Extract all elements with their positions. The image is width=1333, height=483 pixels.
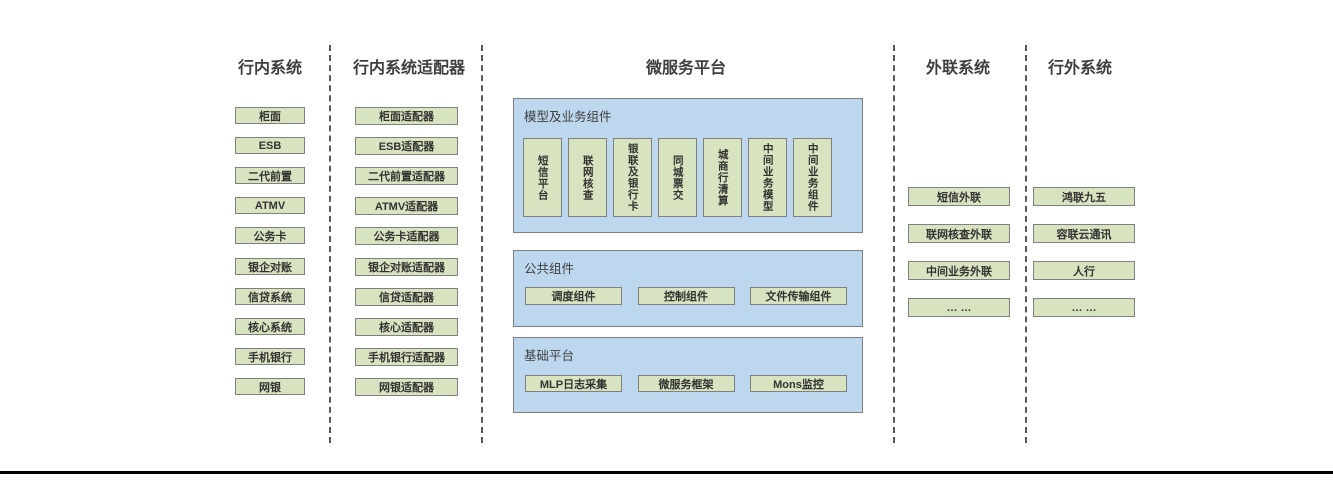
box-outside-systems: 容联云通讯: [1033, 224, 1135, 243]
box-internal-systems: 柜面: [235, 107, 305, 124]
column-header-1: 行内系统: [237, 60, 302, 77]
box-internal-system-adapters: 手机银行适配器: [355, 348, 458, 366]
column-divider: [893, 45, 895, 443]
box-external-link-systems: 短信外联: [908, 187, 1010, 206]
bottom-rule: [0, 471, 1333, 474]
box-base-platform: 微服务框架: [637, 375, 735, 392]
box-internal-systems: 银企对账: [235, 258, 305, 275]
box-internal-systems: 网银: [235, 378, 305, 395]
box-model-and-business-components: 联网核查: [568, 138, 607, 217]
box-internal-system-adapters: 核心适配器: [355, 318, 458, 336]
box-internal-systems: 公务卡: [235, 227, 305, 244]
box-internal-systems: 信贷系统: [235, 288, 305, 305]
box-internal-system-adapters: 网银适配器: [355, 378, 458, 396]
column-header-2: 行内系统适配器: [352, 60, 465, 77]
box-common-components: 控制组件: [637, 287, 735, 305]
box-external-link-systems: 联网核查外联: [908, 224, 1010, 243]
box-external-link-systems: … …: [908, 298, 1010, 317]
box-internal-systems: ESB: [235, 137, 305, 154]
column-divider: [1025, 45, 1027, 443]
box-model-and-business-components: 短信平台: [523, 138, 562, 217]
box-external-link-systems: 中间业务外联: [908, 261, 1010, 280]
box-model-and-business-components: 银联及银行卡: [613, 138, 652, 217]
platform-section-label: 模型及业务组件: [524, 110, 612, 124]
box-internal-system-adapters: 二代前置适配器: [355, 167, 458, 185]
box-internal-systems: 二代前置: [235, 167, 305, 184]
box-common-components: 调度组件: [525, 287, 622, 305]
box-outside-systems: 人行: [1033, 261, 1135, 280]
box-model-and-business-components: 中间业务模型: [748, 138, 787, 217]
box-model-and-business-components: 同城票交: [658, 138, 697, 217]
box-outside-systems: 鸿联九五: [1033, 187, 1135, 206]
platform-section-label: 公共组件: [524, 262, 575, 276]
box-internal-system-adapters: 公务卡适配器: [355, 227, 458, 245]
column-divider: [329, 45, 331, 443]
box-internal-systems: 核心系统: [235, 318, 305, 335]
platform-section-label: 基础平台: [524, 349, 575, 363]
box-common-components: 文件传输组件: [750, 287, 847, 305]
box-model-and-business-components: 城商行清算: [703, 138, 742, 217]
box-base-platform: MLP日志采集: [525, 375, 622, 392]
box-internal-system-adapters: ATMV适配器: [355, 197, 458, 215]
box-internal-system-adapters: 信贷适配器: [355, 288, 458, 306]
box-internal-systems: ATMV: [235, 197, 305, 214]
column-divider: [481, 45, 483, 443]
box-outside-systems: … …: [1033, 298, 1135, 317]
column-header-3: 微服务平台: [645, 60, 726, 77]
column-header-4: 外联系统: [925, 60, 990, 77]
box-internal-system-adapters: ESB适配器: [355, 137, 458, 155]
box-base-platform: Mons监控: [750, 375, 847, 392]
box-internal-system-adapters: 柜面适配器: [355, 107, 458, 125]
box-internal-systems: 手机银行: [235, 348, 305, 365]
column-header-5: 行外系统: [1047, 60, 1112, 77]
box-internal-system-adapters: 银企对账适配器: [355, 258, 458, 276]
box-model-and-business-components: 中间业务组件: [793, 138, 832, 217]
